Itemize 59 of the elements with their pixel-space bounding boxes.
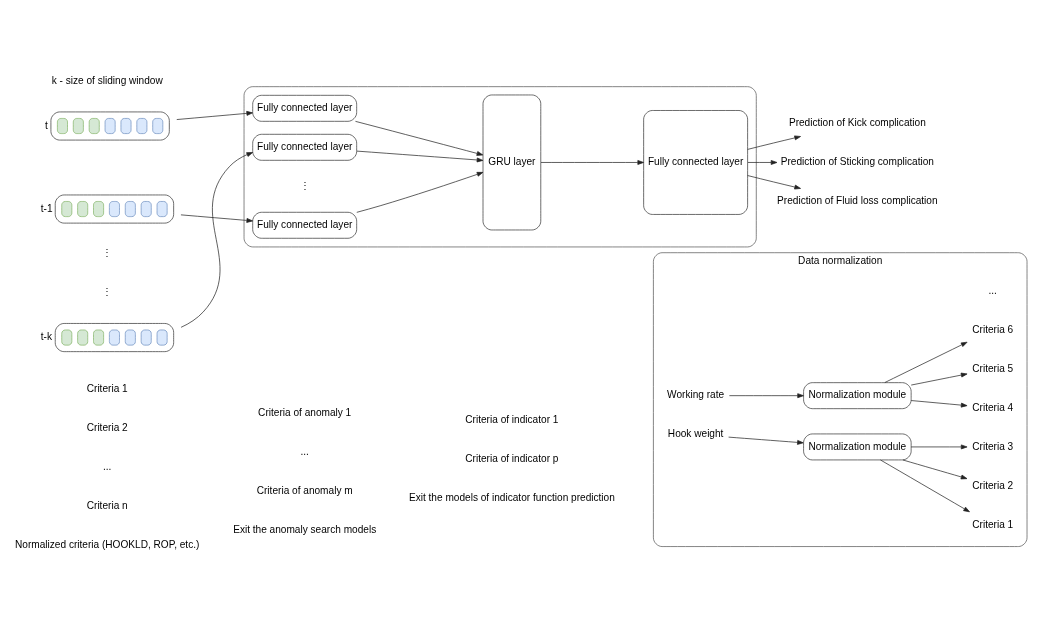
label: ⋮ [299, 179, 310, 191]
arrow [180, 152, 253, 328]
label: Exit the anomaly search models [233, 523, 377, 535]
label: Criteria of indicator p [465, 452, 559, 464]
node-bar [54, 323, 174, 352]
arrow [880, 459, 970, 513]
arrow [884, 341, 968, 383]
node-label: t [45, 119, 48, 131]
node-box: Fully connected layer [252, 94, 358, 122]
node-text: Hook weight [667, 428, 724, 440]
label: Criteria 1 [86, 382, 128, 394]
node-text: Criteria 6 [972, 323, 1014, 335]
node-text: Criteria 1 [972, 518, 1014, 530]
node-text: Criteria 2 [972, 479, 1014, 491]
arrow [747, 175, 801, 190]
arrow [355, 121, 484, 156]
node-box: Normalization module [803, 382, 912, 410]
node-label: t-1 [40, 202, 53, 214]
node-text: Criteria 4 [972, 401, 1014, 413]
arrow [728, 436, 804, 445]
arrow [729, 393, 804, 399]
node-text: Criteria 5 [972, 362, 1014, 374]
label: ... [300, 445, 309, 457]
node-text: Prediction of Kick complication [788, 117, 926, 129]
label: ⋮ [102, 286, 113, 298]
label: k - size of sliding window [51, 74, 163, 86]
node-text: Prediction of Fluid loss complication [777, 195, 938, 207]
label: Criteria of indicator 1 [465, 413, 559, 425]
node-bar [54, 194, 174, 224]
node-bar [50, 111, 170, 141]
label: Normalized criteria (HOOKLD, ROP, etc.) [15, 538, 200, 550]
node-box: Fully connected layer [252, 133, 358, 161]
arrow [902, 459, 968, 480]
node-text: Criteria 3 [972, 440, 1014, 452]
node-box: Fully connected layer [643, 110, 748, 215]
label: Criteria 2 [86, 421, 128, 433]
label: Exit the models of indicator function prediction [408, 491, 615, 503]
label: Criteria n [86, 499, 128, 511]
label: ... [103, 460, 112, 472]
arrow [176, 111, 253, 120]
node-box: Normalization module [803, 433, 912, 461]
arrow [747, 160, 778, 165]
arrow [747, 135, 801, 150]
arrow [910, 444, 968, 450]
label: ... [988, 284, 997, 296]
arrow [180, 214, 253, 223]
node-box: GRU layer [482, 94, 542, 231]
node-box: Fully connected layer [252, 211, 358, 239]
arrow [910, 400, 968, 408]
node-label: t-k [40, 331, 53, 343]
label: Criteria of anomaly 1 [258, 406, 352, 418]
arrow [356, 150, 484, 163]
arrow [356, 172, 484, 213]
node-text: Working rate [667, 389, 725, 401]
node-text: Prediction of Sticking complication [780, 156, 934, 168]
label: ⋮ [102, 247, 113, 259]
arrow [910, 372, 968, 386]
arrow [540, 160, 644, 165]
label: Criteria of anomaly m [256, 484, 353, 496]
